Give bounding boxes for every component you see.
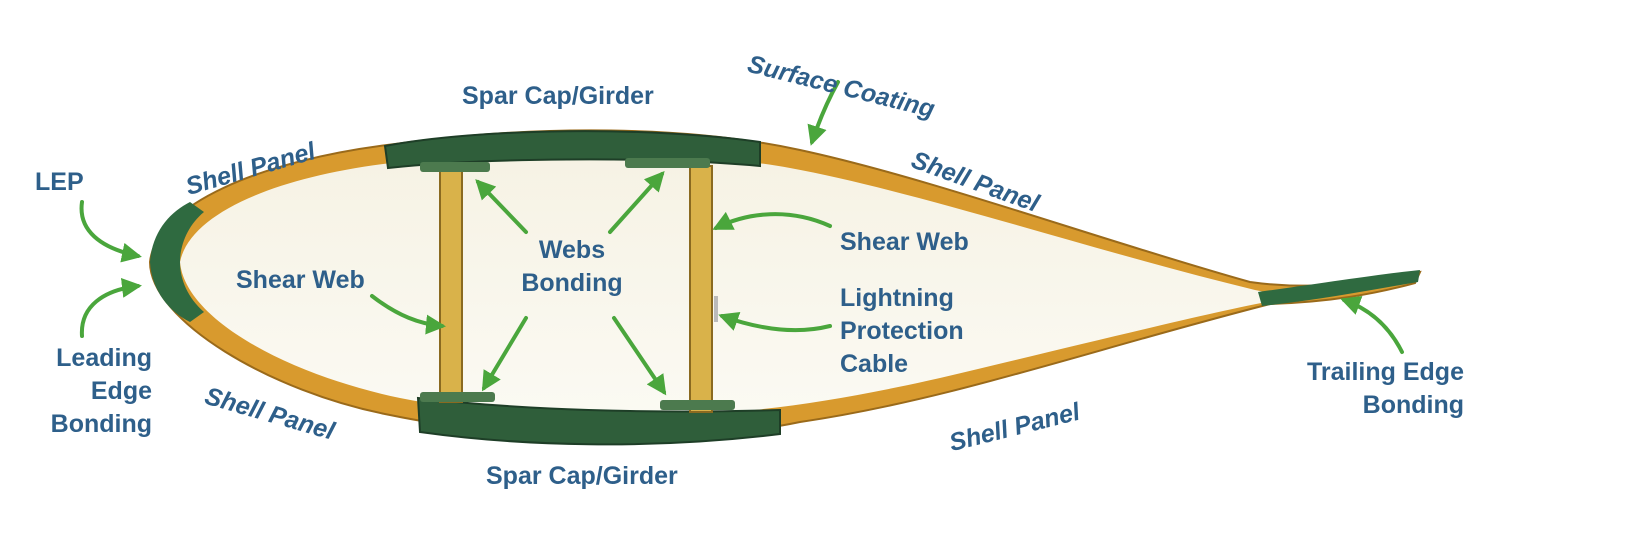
arrow-icon [79,200,142,263]
lightning-line: Lightning [840,284,954,312]
webs-bonding-line: Webs [538,236,606,264]
label-leading-edge-bonding: Leading Edge Bonding [30,342,152,441]
trailing-edge-bonding-line: Trailing Edge [1307,358,1464,386]
arrow-icon [79,277,142,338]
label-spar-cap-top: Spar Cap/Girder [462,82,654,110]
lightning-line: Protection [840,317,964,345]
shear-web-right [689,165,713,413]
web-bond-pad [420,392,495,402]
label-shear-web-left: Shear Web [236,266,365,294]
leading-edge-bonding-line: Leading [56,344,152,372]
label-webs-bonding: Webs Bonding [508,234,636,300]
arrow-icon [1340,295,1404,354]
arrow-icon [608,171,665,234]
spar-cap-bottom [416,396,781,446]
label-shear-web-right: Shear Web [840,228,969,256]
trailing-edge-bonding-line: Bonding [1362,391,1464,419]
web-bond-pad [625,158,710,168]
web-bond-pad [420,162,490,172]
arrow-icon [475,179,528,234]
arrow-icon [612,316,667,396]
label-lightning-protection-cable: Lightning Protection Cable [840,282,964,381]
lightning-line: Cable [840,350,909,378]
webs-bonding-line: Bonding [521,269,623,297]
label-trailing-edge-bonding: Trailing Edge Bonding [1270,356,1464,422]
leading-edge-bonding-line: Bonding [50,410,152,438]
leading-edge-bonding-line: Edge [90,377,152,405]
arrow-icon [807,80,840,146]
web-bond-pad [660,400,735,410]
label-spar-cap-bottom: Spar Cap/Girder [486,462,678,490]
arrow-icon [718,311,832,333]
arrow-icon [712,211,832,230]
shear-web-left [439,167,463,403]
trailing-edge-bonding-shape [1258,270,1420,306]
leading-edge-bonding-shape [150,202,204,322]
arrow-icon [481,316,528,392]
arrow-icon [370,294,446,335]
label-lep: LEP [35,168,84,196]
